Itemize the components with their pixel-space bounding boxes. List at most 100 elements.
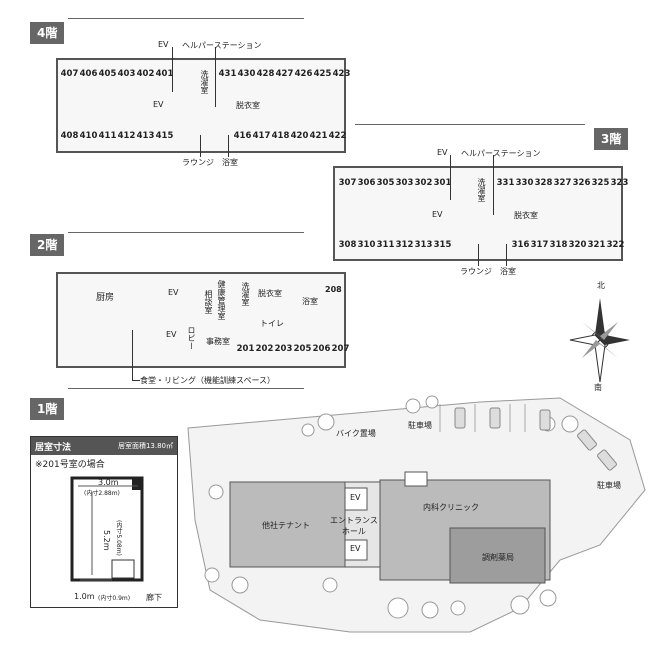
floor-4-plan	[56, 58, 346, 153]
room-205: 205	[293, 344, 312, 354]
rule-3f	[355, 124, 585, 125]
room-312: 312	[395, 240, 414, 250]
room-dimension-area: 居室面積13.80㎡	[117, 442, 173, 450]
floor-2-ev-top: EV	[168, 288, 179, 297]
room-427: 427	[275, 69, 294, 79]
floor-3-rooms-bottom: 308 310 311 312 313 315	[338, 236, 452, 254]
room-306: 306	[357, 178, 376, 188]
room-416: 416	[233, 131, 252, 141]
room-302: 302	[414, 178, 433, 188]
floor-1-bike: バイク置場	[336, 429, 376, 438]
room-407: 407	[60, 69, 79, 79]
dim-width-bottom-inner: (内寸0.9m)	[98, 595, 131, 602]
floor-1-ev-top: EV	[350, 493, 361, 502]
room-325: 325	[591, 178, 610, 188]
room-308: 308	[338, 240, 357, 250]
room-328: 328	[534, 178, 553, 188]
room-406: 406	[79, 69, 98, 79]
rule-1f	[68, 388, 304, 389]
dim-depth-inner: (内寸5.08m)	[115, 520, 122, 556]
room-307: 307	[338, 178, 357, 188]
floor-2-toilet: トイレ	[260, 319, 284, 328]
floor-3-lounge: ラウンジ	[460, 267, 492, 276]
floor-2-room-208: 208	[325, 285, 342, 294]
floor-2-office: 事務室	[206, 337, 230, 346]
room-323: 323	[610, 178, 629, 188]
floor-2-bath: 浴室	[302, 297, 318, 306]
leader	[506, 244, 507, 266]
floor-2-dining: 食堂・リビング（機能訓練スペース）	[140, 376, 276, 385]
floor-2-health: 健康管理室	[217, 280, 226, 320]
room-dimension-box: 居室寸法 居室面積13.80㎡ ※201号室の場合	[30, 436, 178, 608]
leader	[132, 380, 140, 381]
room-321: 321	[587, 240, 606, 250]
room-401: 401	[155, 69, 174, 79]
room-203: 203	[274, 344, 293, 354]
room-411: 411	[98, 131, 117, 141]
floor-2-rooms-bottom: 201 202 203 205 206 207	[236, 340, 350, 358]
floor-1-tenant: 他社テナント	[262, 521, 310, 530]
floor-1-parking-right: 駐車場	[597, 481, 621, 490]
floor-4-rooms-bottom: 408 410 411 412 413 415	[60, 127, 174, 145]
dim-width-bottom: 1.0m	[74, 592, 95, 601]
room-206: 206	[312, 344, 331, 354]
room-330: 330	[515, 178, 534, 188]
floor-4-ev-mid: EV	[153, 100, 164, 109]
room-412: 412	[117, 131, 136, 141]
room-322: 322	[606, 240, 625, 250]
floor-3-ev-mid: EV	[432, 210, 443, 219]
room-202: 202	[255, 344, 274, 354]
room-331: 331	[496, 178, 515, 188]
room-423: 423	[332, 69, 351, 79]
leader	[493, 155, 494, 215]
room-431: 431	[218, 69, 237, 79]
room-402: 402	[136, 69, 155, 79]
floor-4-changing: 脱衣室	[236, 101, 260, 110]
room-303: 303	[395, 178, 414, 188]
floor-3-rooms-bottom-right: 316 317 318 320 321 322	[511, 236, 625, 254]
floor-4-helper-station: ヘルパーステーション	[182, 41, 262, 50]
floor-2-badge: 2階	[30, 234, 65, 256]
room-318: 318	[549, 240, 568, 250]
leader	[450, 155, 451, 200]
floor-3-helper-station: ヘルパーステーション	[461, 149, 541, 158]
room-413: 413	[136, 131, 155, 141]
room-425: 425	[313, 69, 332, 79]
floor-4-rooms-top-right: 431 430 428 427 426 425 423	[218, 65, 351, 83]
room-420: 420	[290, 131, 309, 141]
rule-2f	[68, 232, 304, 233]
room-403: 403	[117, 69, 136, 79]
floor-3-laundry: 洗濯室	[477, 178, 486, 202]
floor-1-pharmacy: 調剤薬局	[482, 553, 514, 562]
floor-4-rooms-top: 407 406 405 403 402 401	[60, 65, 174, 83]
room-207: 207	[331, 344, 350, 354]
room-317: 317	[530, 240, 549, 250]
floor-2-laundry: 洗濯室	[241, 282, 250, 306]
room-428: 428	[256, 69, 275, 79]
room-313: 313	[414, 240, 433, 250]
room-320: 320	[568, 240, 587, 250]
room-dimension-note: ※201号室の場合	[35, 460, 105, 470]
room-418: 418	[271, 131, 290, 141]
room-327: 327	[553, 178, 572, 188]
dim-depth: 5.2m	[102, 530, 111, 551]
room-405: 405	[98, 69, 117, 79]
room-301: 301	[433, 178, 452, 188]
floor-4-rooms-bottom-right: 416 417 418 420 421 422	[233, 127, 347, 145]
leader	[215, 47, 216, 107]
room-315: 315	[433, 240, 452, 250]
room-310: 310	[357, 240, 376, 250]
floor-2-changing: 脱衣室	[258, 289, 282, 298]
room-201: 201	[236, 344, 255, 354]
room-422: 422	[328, 131, 347, 141]
floor-3-changing: 脱衣室	[514, 211, 538, 220]
room-421: 421	[309, 131, 328, 141]
room-311: 311	[376, 240, 395, 250]
leader	[200, 135, 201, 157]
floor-2-ev-bottom: EV	[166, 330, 177, 339]
floor-4-ev-top: EV	[158, 40, 169, 49]
floor-1-parking-top: 駐車場	[408, 421, 432, 430]
leader	[172, 47, 173, 92]
floor-1-clinic: 内科クリニック	[423, 503, 479, 512]
